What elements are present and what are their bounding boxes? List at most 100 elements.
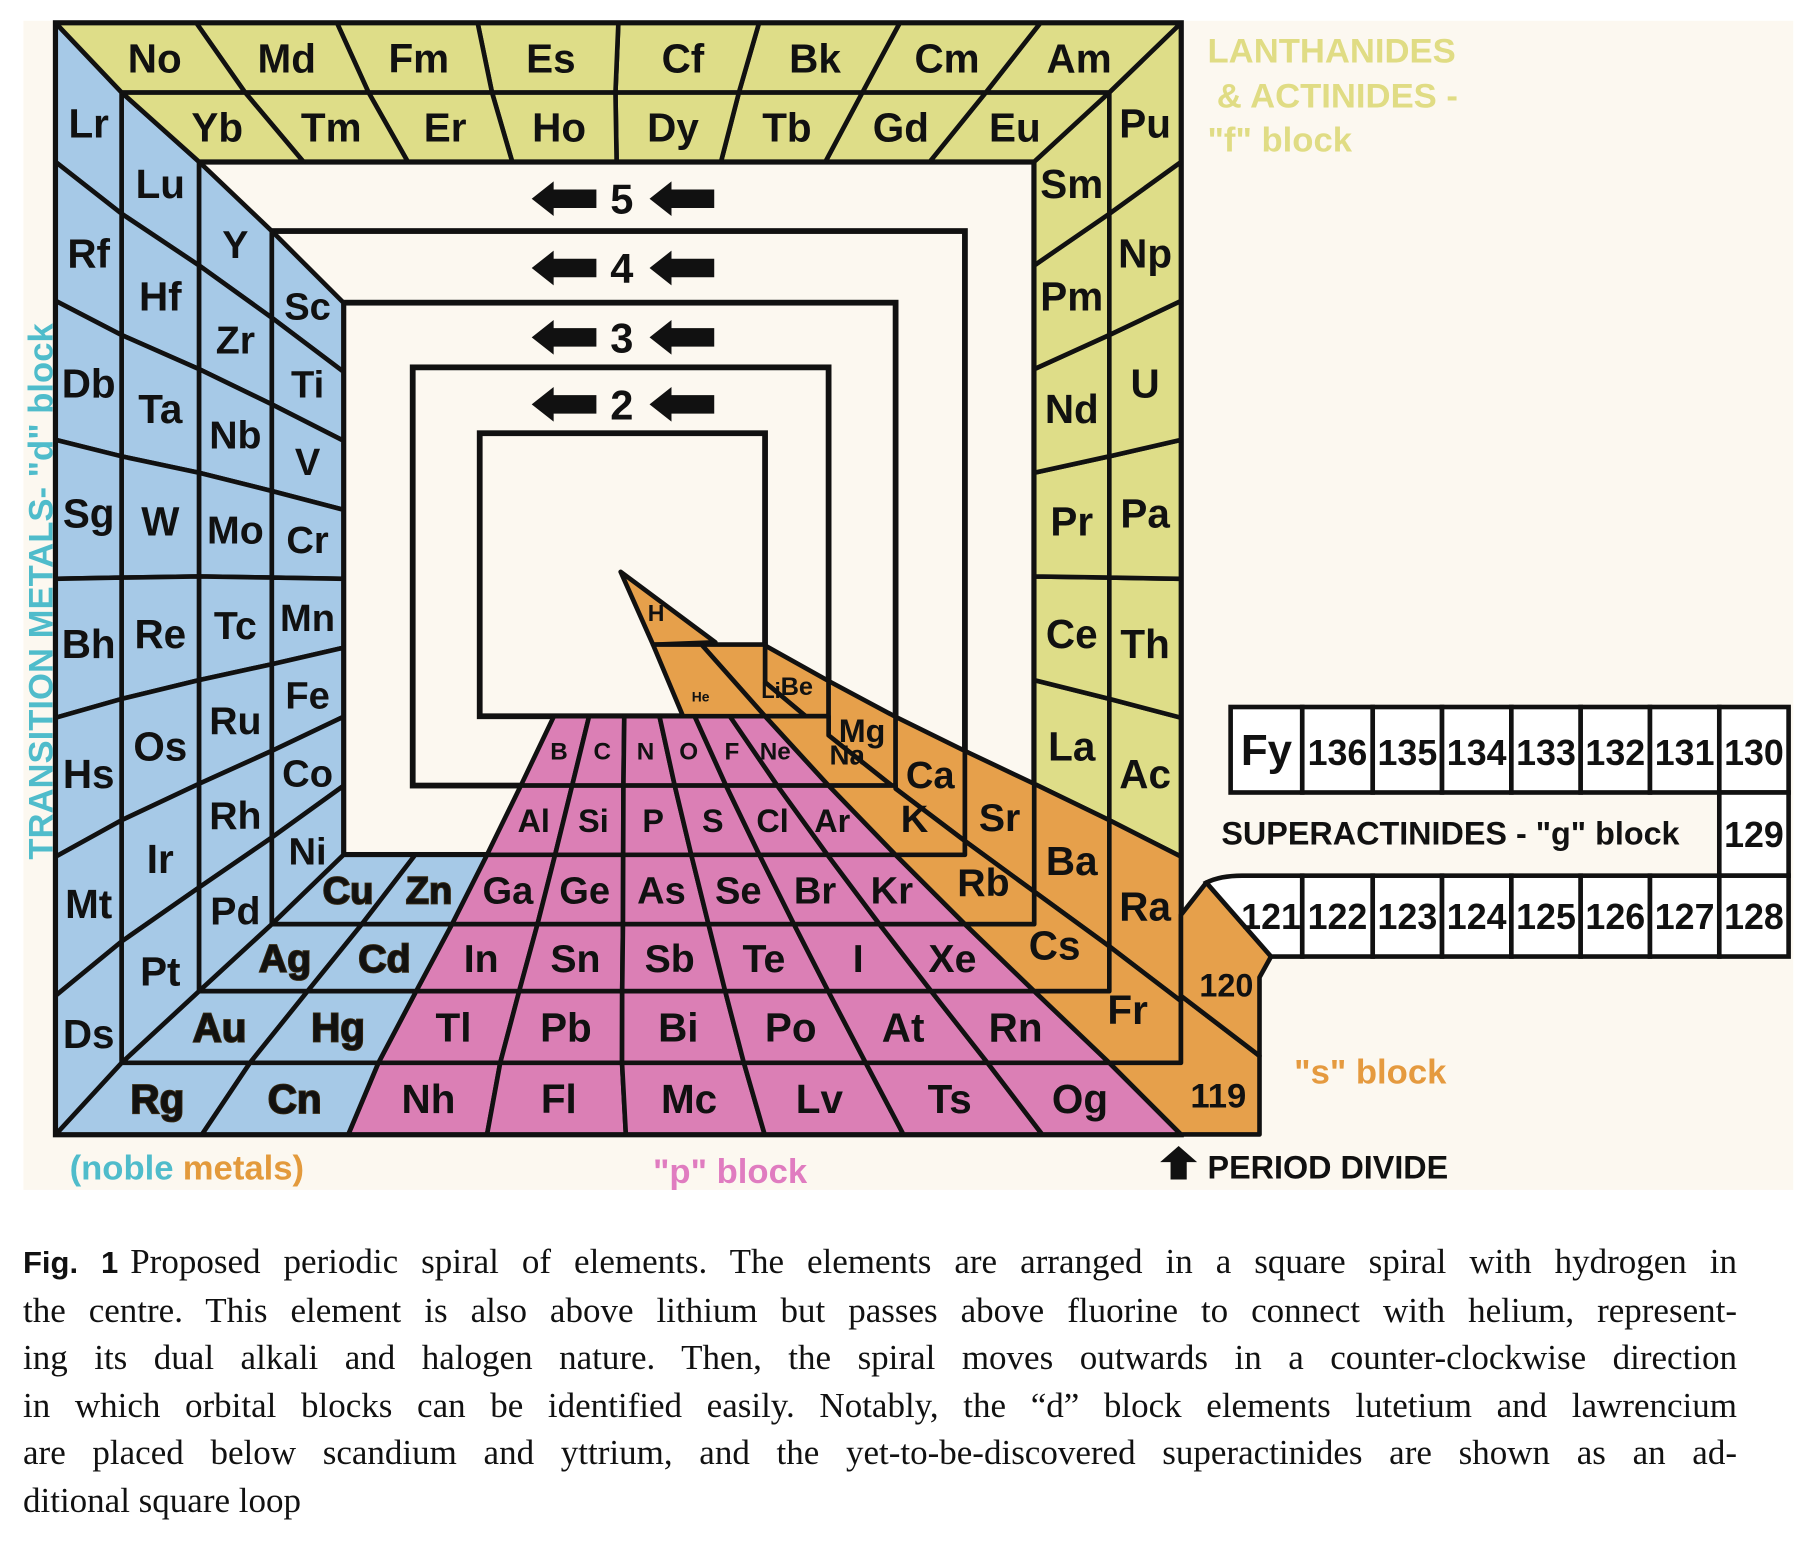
element-symbol: Pu [1119,100,1171,146]
period-arrow-2: 2 [531,381,715,428]
element-cell: Fl [484,1060,629,1137]
cell-shape [53,939,124,1137]
element-symbol: Tl [436,1005,472,1051]
s-block-label: "s" block [1294,1054,1447,1092]
element-symbol: No [128,35,182,81]
element-cell: Re [119,574,202,702]
element-symbol: Md [258,35,316,81]
element-symbol: Ar [814,803,850,839]
element-symbol: Fl [541,1076,577,1122]
element-symbol: Hf [139,273,182,319]
element-symbol: Pr [1050,498,1093,544]
arrow-left-icon [531,181,597,217]
element-symbol: 131 [1655,733,1715,773]
element-symbol: Ir [147,836,174,882]
element-symbol: 127 [1655,897,1715,937]
element-symbol: Sg [63,491,115,537]
element-symbol: Pa [1120,491,1170,537]
element-cell: Sb [619,921,728,994]
element-symbol: Sn [550,937,600,981]
element-cell: Sg [53,437,124,582]
element-cell: Cf [613,20,762,95]
element-cell: Gd [823,90,989,165]
element-symbol: Na [830,740,866,771]
cell-shape [199,1060,381,1137]
element-symbol: Zn [406,869,453,912]
element-symbol: Ca [906,754,956,797]
caption-line: ditional square loop [23,1477,1737,1525]
element-symbol: Ho [532,105,586,151]
element-symbol: 124 [1447,897,1507,937]
element-cell: Tb [718,90,865,165]
element-symbol: Rf [67,230,110,276]
period-arrow-4: 4 [531,245,715,292]
f-block-label: LANTHANIDES [1208,32,1456,70]
g-block-cell: 127 [1647,873,1722,959]
element-symbol: Sb [645,937,695,981]
element-symbol: Mn [280,597,335,640]
element-cell: Pb [497,988,625,1066]
element-symbol: I [853,937,864,981]
element-symbol: Th [1120,621,1169,667]
g-block-cell: 134 [1439,704,1514,795]
caption-line: are placed below scandium and yttrium, a… [23,1429,1737,1477]
element-cell: Tc [196,574,275,683]
element-symbol: Cr [286,519,329,562]
element-symbol: 133 [1516,733,1576,773]
element-symbol: W [141,498,180,544]
element-symbol: As [637,869,686,912]
element-symbol: Nd [1045,386,1099,432]
element-symbol: Bk [789,35,841,81]
element-symbol: 121 [1241,897,1301,937]
element-symbol: Ra [1119,884,1171,930]
element-symbol: Pm [1040,273,1103,319]
element-symbol: C [593,739,611,766]
element-cell: Cl [723,783,830,858]
element-symbol: Si [578,803,609,839]
arrow-left-icon [531,250,597,286]
element-cell: He [650,642,768,719]
element-cell: Ge [535,852,626,927]
element-symbol: Eu [989,105,1041,151]
element-cell: Nh [345,1060,503,1137]
element-cell: Cn [199,1060,381,1137]
element-symbol: Es [526,35,575,81]
element-symbol: P [642,803,664,839]
f-block-label: & ACTINIDES - [1217,77,1458,115]
element-symbol: Ds [63,1011,115,1057]
element-symbol: Cn [268,1076,322,1122]
period-divide-label: PERIOD DIVIDE [1208,1149,1449,1185]
element-symbol: Lu [136,161,185,207]
element-cell: Dy [613,90,742,165]
element-symbol: Mt [65,881,112,927]
element-symbol: Ce [1046,611,1098,657]
element-cell: Sn [516,921,626,994]
element-symbol: 136 [1308,733,1368,773]
caption-text: the centre. This element is also above l… [23,1290,1737,1330]
element-symbol: Lr [68,100,109,146]
element-symbol: La [1048,723,1096,769]
period-number: 3 [610,314,633,361]
element-symbol: Db [62,361,116,407]
element-symbol: 129 [1724,815,1784,855]
element-symbol: K [901,798,929,841]
g-block-cell: 132 [1578,704,1653,795]
element-symbol: Sm [1040,161,1103,207]
element-cell: Pu [1107,20,1184,217]
element-symbol: Zr [216,318,255,362]
element-symbol: Mg [839,713,886,749]
caption-text: are placed below scandium and yttrium, a… [23,1433,1737,1472]
element-symbol: Te [742,937,785,981]
element-symbol: 119 [1190,1078,1246,1116]
element-symbol: Ti [291,363,324,406]
element-symbol: Dy [647,105,699,151]
element-cell: Fm [334,20,495,95]
element-symbol: Rg [130,1076,184,1122]
element-cell: Mo [196,470,275,580]
g-block-cell: 133 [1509,704,1583,795]
element-cell: Pa [1107,437,1184,582]
element-cell: Pr [1031,454,1112,580]
element-symbol: Co [282,753,333,796]
element-symbol: 135 [1378,733,1438,773]
